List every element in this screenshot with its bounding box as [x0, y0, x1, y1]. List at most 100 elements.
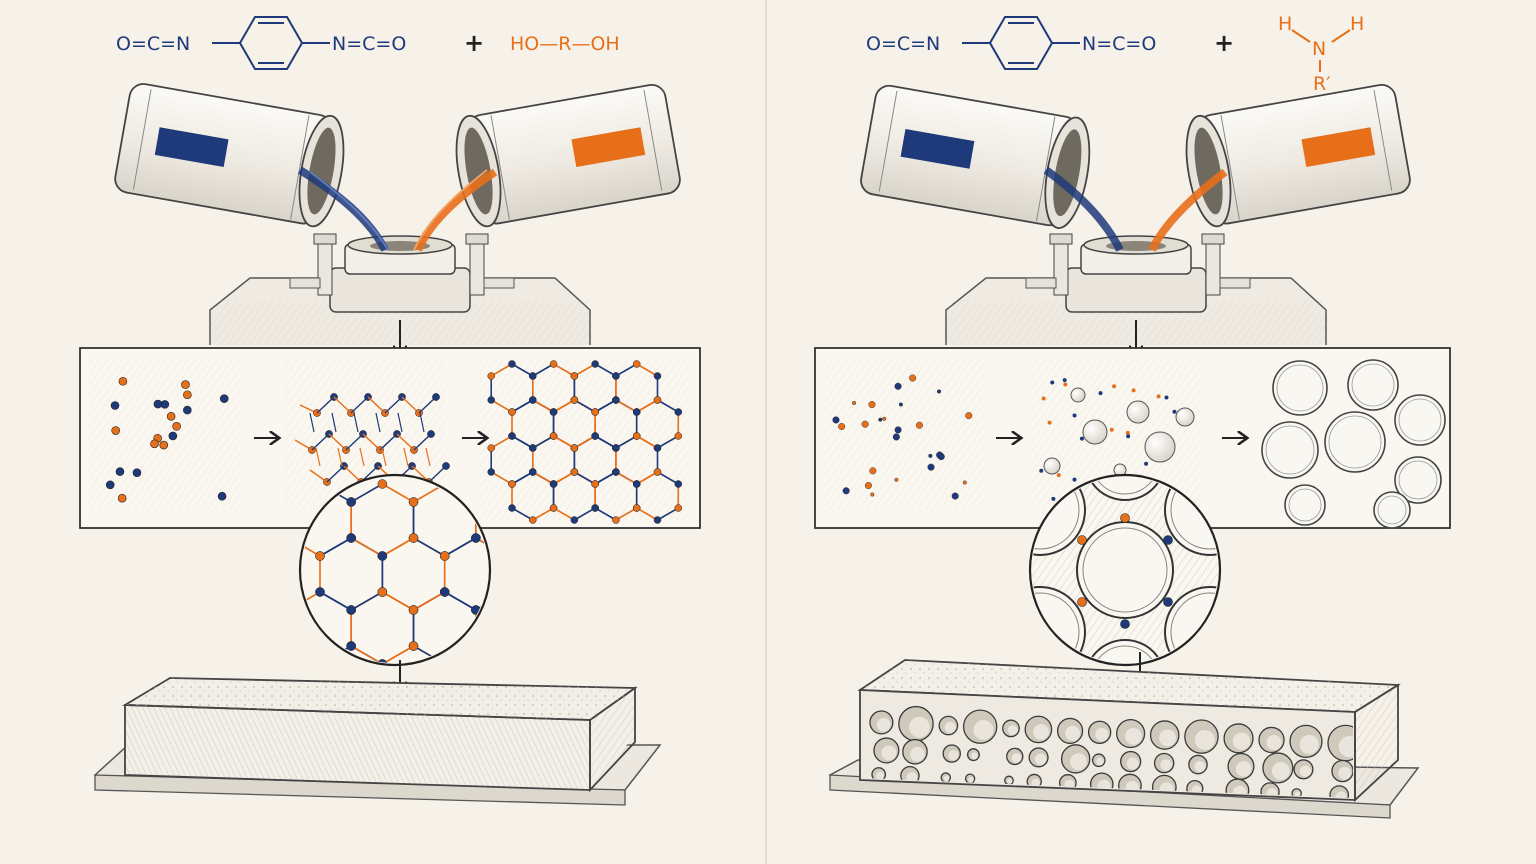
- dispersed-dot: [1144, 461, 1149, 466]
- foam-pore-inner: [1034, 753, 1047, 765]
- network-node-zoom: [503, 588, 512, 597]
- dispersed-dot: [1164, 395, 1169, 400]
- network-node-zoom: [315, 587, 325, 597]
- network-node: [549, 360, 558, 368]
- network-node: [549, 408, 558, 416]
- crosslink-bond: [331, 412, 337, 433]
- right-formula: O=C=N N=C=O + H H N R′: [866, 13, 1364, 95]
- foam-pore-inner: [910, 746, 925, 762]
- zoom-cell: [1076, 521, 1174, 619]
- foam-pore-inner: [876, 717, 891, 732]
- zoom-cell-inner: [1032, 477, 1080, 550]
- monomer-dot: [869, 467, 877, 475]
- network-node: [529, 468, 537, 476]
- left-monomers-stage: [105, 376, 229, 503]
- network-node-zoom: [534, 642, 543, 651]
- network-node-zoom: [284, 606, 293, 615]
- network-node: [549, 432, 558, 440]
- network-node: [570, 444, 579, 452]
- dispersed-dot: [1131, 388, 1136, 393]
- foam-pore-inner: [1232, 732, 1251, 750]
- foam-pore-inner: [1031, 778, 1040, 788]
- network-node: [591, 432, 599, 440]
- foam-cell: [1261, 421, 1319, 479]
- network-node-zoom: [534, 606, 543, 615]
- monomer-dot: [909, 374, 917, 382]
- network-node: [653, 444, 662, 452]
- network-bond: [553, 435, 575, 449]
- network-node: [632, 432, 641, 440]
- gas-bubble: [1082, 419, 1108, 445]
- foam-pore-inner: [1095, 727, 1109, 742]
- network-node-zoom: [315, 659, 325, 663]
- monomer-dot: [894, 477, 899, 482]
- monomer-dot: [951, 492, 959, 500]
- network-node: [674, 480, 683, 488]
- network-bond: [553, 471, 575, 485]
- foam-pore-inner: [876, 771, 885, 780]
- network-bond-zoom: [475, 645, 488, 663]
- left-isocyanate-right: N=C=O: [332, 33, 406, 55]
- network-bond: [594, 399, 617, 413]
- dispersed-dot: [1109, 427, 1114, 432]
- network-bond: [553, 363, 575, 377]
- crosslink-bond: [419, 412, 425, 433]
- crosslink-bond: [403, 447, 409, 467]
- network-node-zoom: [471, 641, 481, 651]
- strut-node: [1120, 513, 1130, 523]
- chain-bond: [316, 396, 335, 414]
- network-bond: [615, 399, 638, 413]
- foam-cell: [1284, 484, 1326, 526]
- network-node-zoom: [346, 641, 356, 651]
- network-node-zoom: [439, 587, 450, 597]
- network-bond-zoom: [507, 646, 538, 664]
- network-node: [570, 468, 579, 476]
- network-node-zoom: [565, 552, 574, 561]
- network-node-zoom: [565, 660, 574, 669]
- zoom-cell-inner: [1170, 477, 1218, 550]
- monomer-dot: [132, 468, 142, 477]
- monomer-dot: [861, 420, 869, 428]
- network-bond: [553, 507, 575, 521]
- network-node-zoom: [284, 534, 293, 543]
- network-node: [508, 480, 516, 488]
- crosslink-bond: [381, 447, 387, 467]
- network-bond-zoom: [350, 645, 383, 663]
- chain-bond: [362, 433, 381, 451]
- right-stream-b: [1148, 168, 1228, 252]
- network-bond: [657, 471, 679, 485]
- foam-pore-inner: [1338, 766, 1351, 780]
- monomer-dot: [878, 417, 883, 422]
- dispersed-dot: [1072, 477, 1077, 482]
- network-bond: [511, 363, 534, 377]
- right-monomers-stage: [832, 374, 973, 500]
- monomer-dot: [868, 401, 876, 409]
- monomer-dot: [882, 416, 887, 421]
- monomer-dot: [894, 382, 902, 390]
- network-bond: [636, 471, 658, 485]
- monomer-dot: [219, 394, 229, 403]
- right-can-b-pouring-icon: [1185, 83, 1411, 228]
- monomer-dot: [150, 439, 159, 449]
- zoom-cell: [1164, 586, 1218, 663]
- network-node-zoom: [377, 659, 388, 663]
- network-node-zoom: [439, 659, 450, 663]
- foam-pore-inner: [1294, 791, 1301, 798]
- network-node: [674, 432, 683, 440]
- foam-cell: [1394, 456, 1442, 504]
- network-node: [591, 408, 599, 416]
- network-bond: [532, 471, 554, 485]
- crosslink-bond: [425, 447, 431, 467]
- dispersed-dot: [1047, 420, 1052, 425]
- amine-h-left: H: [1278, 13, 1292, 35]
- network-node: [487, 468, 495, 476]
- foam-pore-inner: [1033, 724, 1049, 740]
- monomer-dot: [159, 440, 169, 450]
- monomer-dot: [153, 399, 163, 409]
- network-bond: [573, 507, 596, 521]
- foam-pore-inner: [1194, 729, 1215, 750]
- foam-pore-inner: [973, 720, 994, 740]
- network-bond-zoom: [413, 537, 446, 557]
- foam-pore-inner: [1160, 759, 1172, 771]
- network-bond-zoom: [413, 591, 446, 611]
